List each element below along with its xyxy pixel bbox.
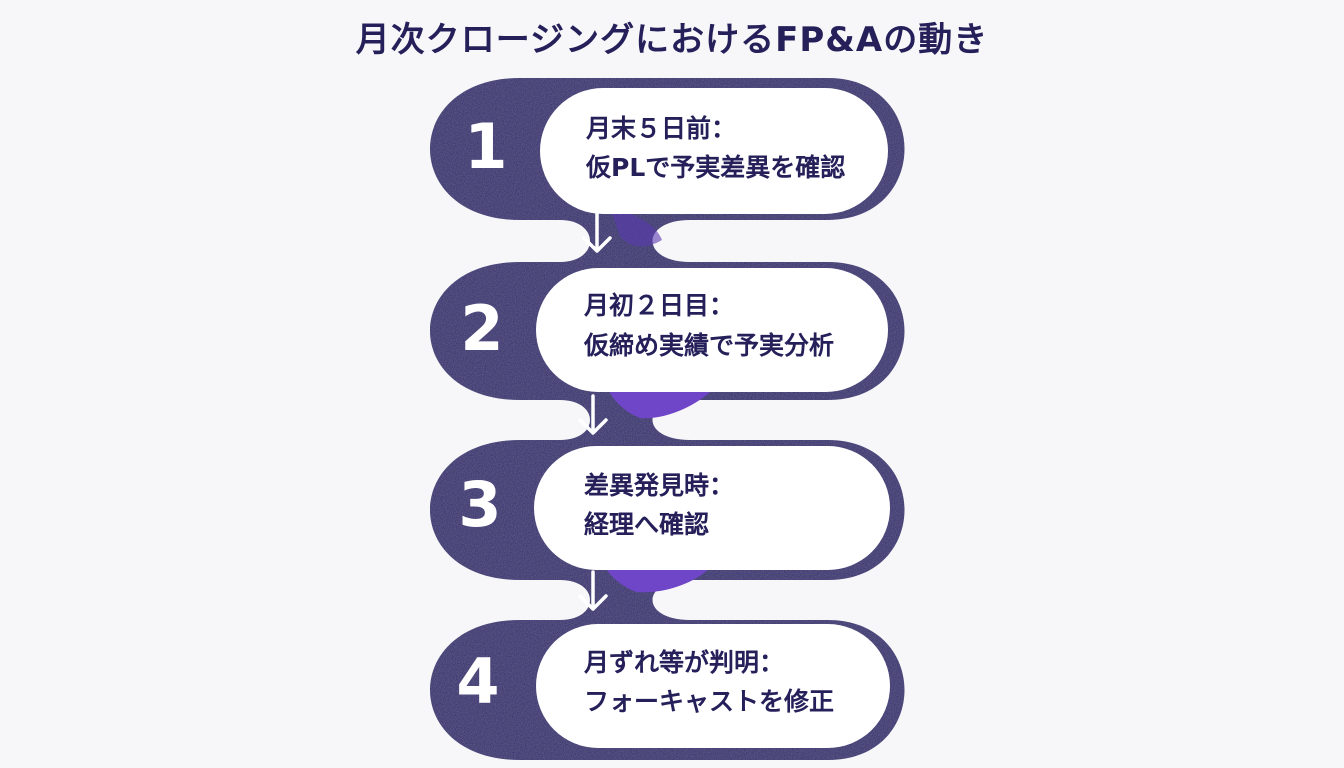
step-4-detail: フォーキャストを修正 — [584, 687, 834, 716]
page-title: 月次クロージングにおけるFP&Aの動き — [355, 20, 989, 60]
step-3-detail: 経理へ確認 — [584, 510, 709, 539]
step-4-heading: 月ずれ等が判明： — [583, 648, 784, 677]
step-card-4 — [536, 624, 890, 748]
step-1-detail: 仮PLで予実差異を確認 — [585, 153, 845, 182]
step-number-3: 3 — [458, 468, 501, 541]
step-2-heading: 月初２日目： — [583, 291, 734, 320]
step-card-2 — [536, 268, 888, 392]
step-3-heading: 差異発見時： — [584, 471, 734, 500]
step-1-heading: 月末５日前： — [585, 114, 736, 143]
arrow-down-icon — [578, 394, 608, 435]
step-card-1 — [540, 88, 888, 214]
accent-glow-1 — [610, 208, 662, 247]
arrow-down-icon — [582, 212, 612, 253]
step-2-detail: 仮締め実績で予実分析 — [583, 331, 834, 360]
step-number-4: 4 — [456, 645, 499, 718]
step-number-2: 2 — [460, 292, 503, 365]
step-number-1: 1 — [464, 110, 507, 183]
step-card-3 — [534, 446, 890, 570]
arrow-down-icon — [578, 570, 608, 611]
